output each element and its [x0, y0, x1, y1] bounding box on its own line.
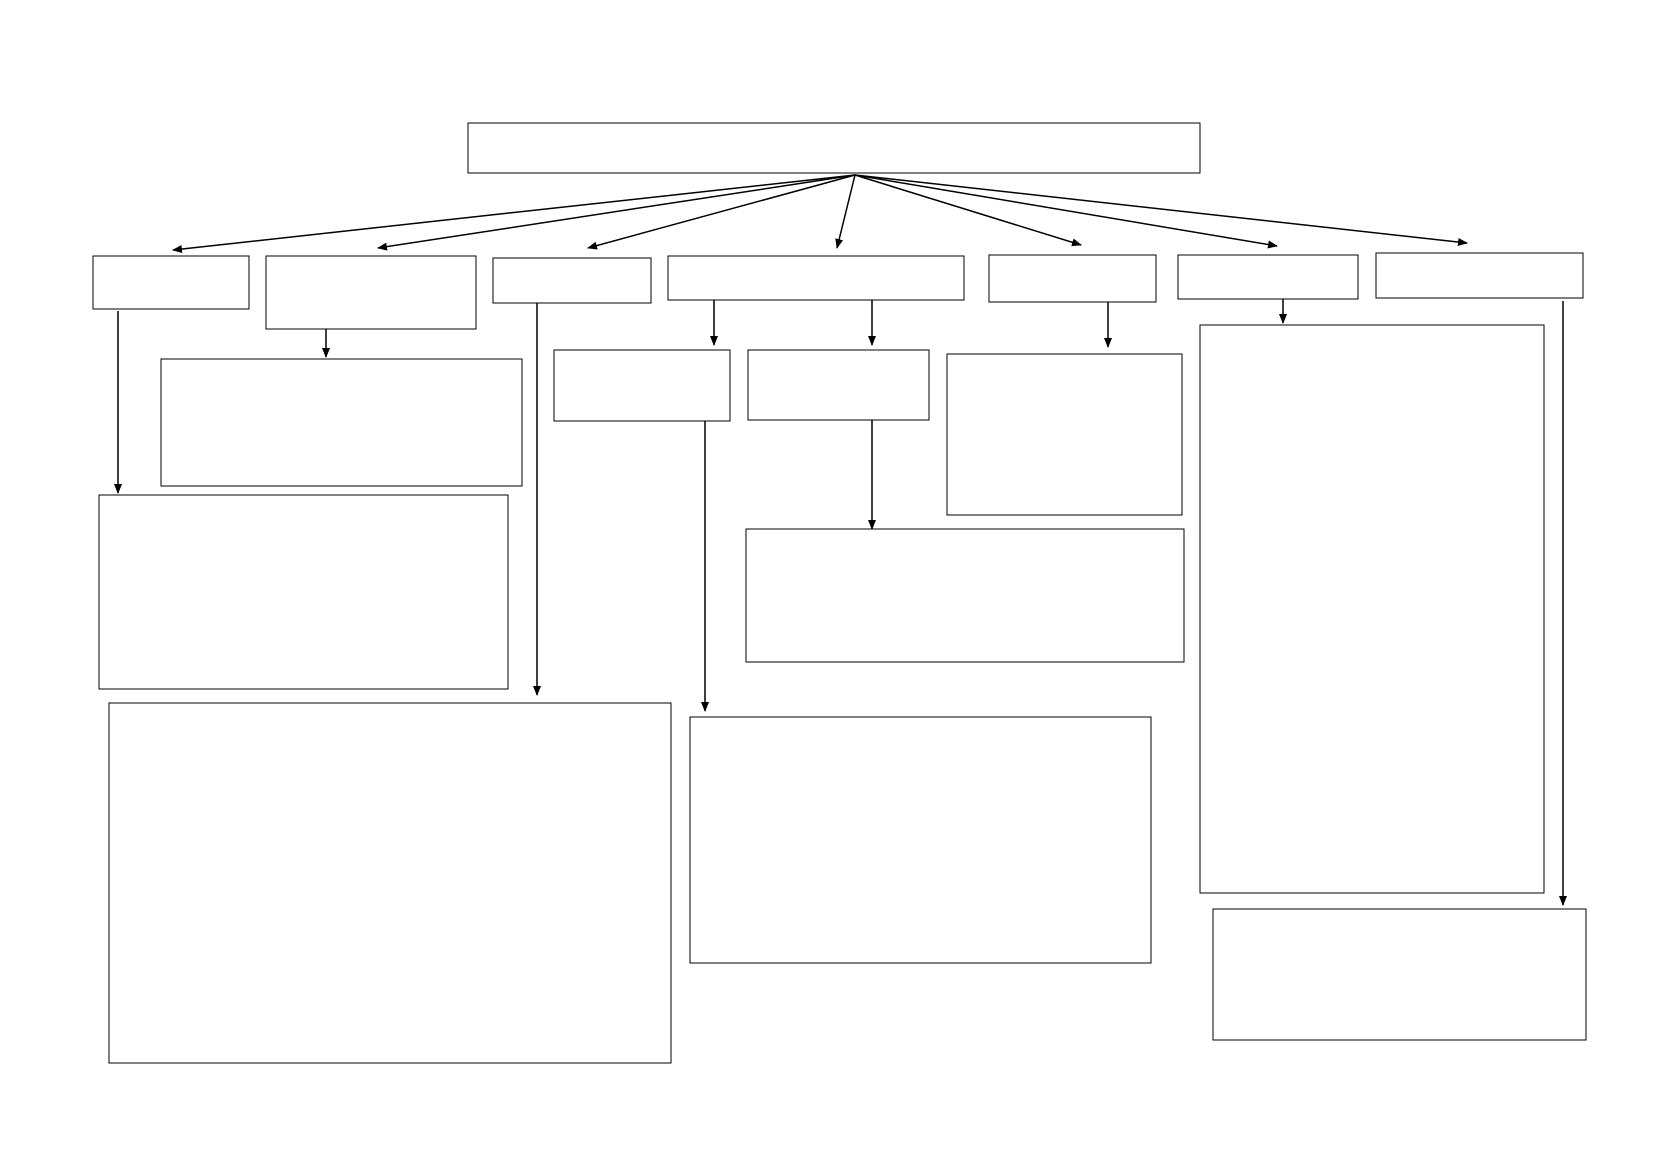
- node-c1: [92, 255, 250, 310]
- arrow-root-to-c2: [377, 174, 856, 251]
- node-c5-detail: [946, 353, 1183, 516]
- node-box-c6: [1177, 254, 1359, 300]
- node-box-c4-left: [553, 349, 731, 422]
- node-box-c7: [1375, 252, 1584, 299]
- node-box-c4-right-detail: [745, 528, 1185, 663]
- node-box-c5-detail: [946, 353, 1183, 516]
- node-c6: [1177, 254, 1359, 300]
- arrow-root-to-c3: [587, 174, 856, 250]
- arrow-root-to-c4: [835, 174, 856, 249]
- node-c7-detail: [1212, 908, 1587, 1041]
- node-box-root: [467, 122, 1201, 174]
- node-c2: [265, 255, 477, 330]
- node-c4-left: [553, 349, 731, 422]
- arrow-root-to-c1: [172, 174, 856, 253]
- node-box-c3: [492, 257, 652, 304]
- arrow-root-to-c6: [854, 174, 1278, 249]
- node-c4-right-detail: [745, 528, 1185, 663]
- node-box-c1-detail: [98, 494, 509, 690]
- arrow-root-to-c7: [854, 174, 1468, 246]
- node-root: [467, 122, 1201, 174]
- node-box-c2-detail: [160, 358, 523, 487]
- node-c5: [988, 254, 1157, 303]
- node-c3-detail: [108, 702, 672, 1064]
- node-box-c1: [92, 255, 250, 310]
- node-box-c6-detail: [1199, 324, 1545, 894]
- node-c3: [492, 257, 652, 304]
- node-box-c4-left-detail: [689, 716, 1152, 964]
- node-c1-detail: [98, 494, 509, 690]
- node-c4: [667, 255, 965, 301]
- node-c7: [1375, 252, 1584, 299]
- node-box-c2: [265, 255, 477, 330]
- node-box-c7-detail: [1212, 908, 1587, 1041]
- node-c4-left-detail: [689, 716, 1152, 964]
- node-c4-right: [747, 349, 930, 421]
- node-c2-detail: [160, 358, 523, 487]
- node-box-c3-detail: [108, 702, 672, 1064]
- node-c6-detail: [1199, 324, 1545, 894]
- node-box-c4-right: [747, 349, 930, 421]
- arrow-root-to-c5: [854, 174, 1082, 247]
- node-box-c4: [667, 255, 965, 301]
- node-box-c5: [988, 254, 1157, 303]
